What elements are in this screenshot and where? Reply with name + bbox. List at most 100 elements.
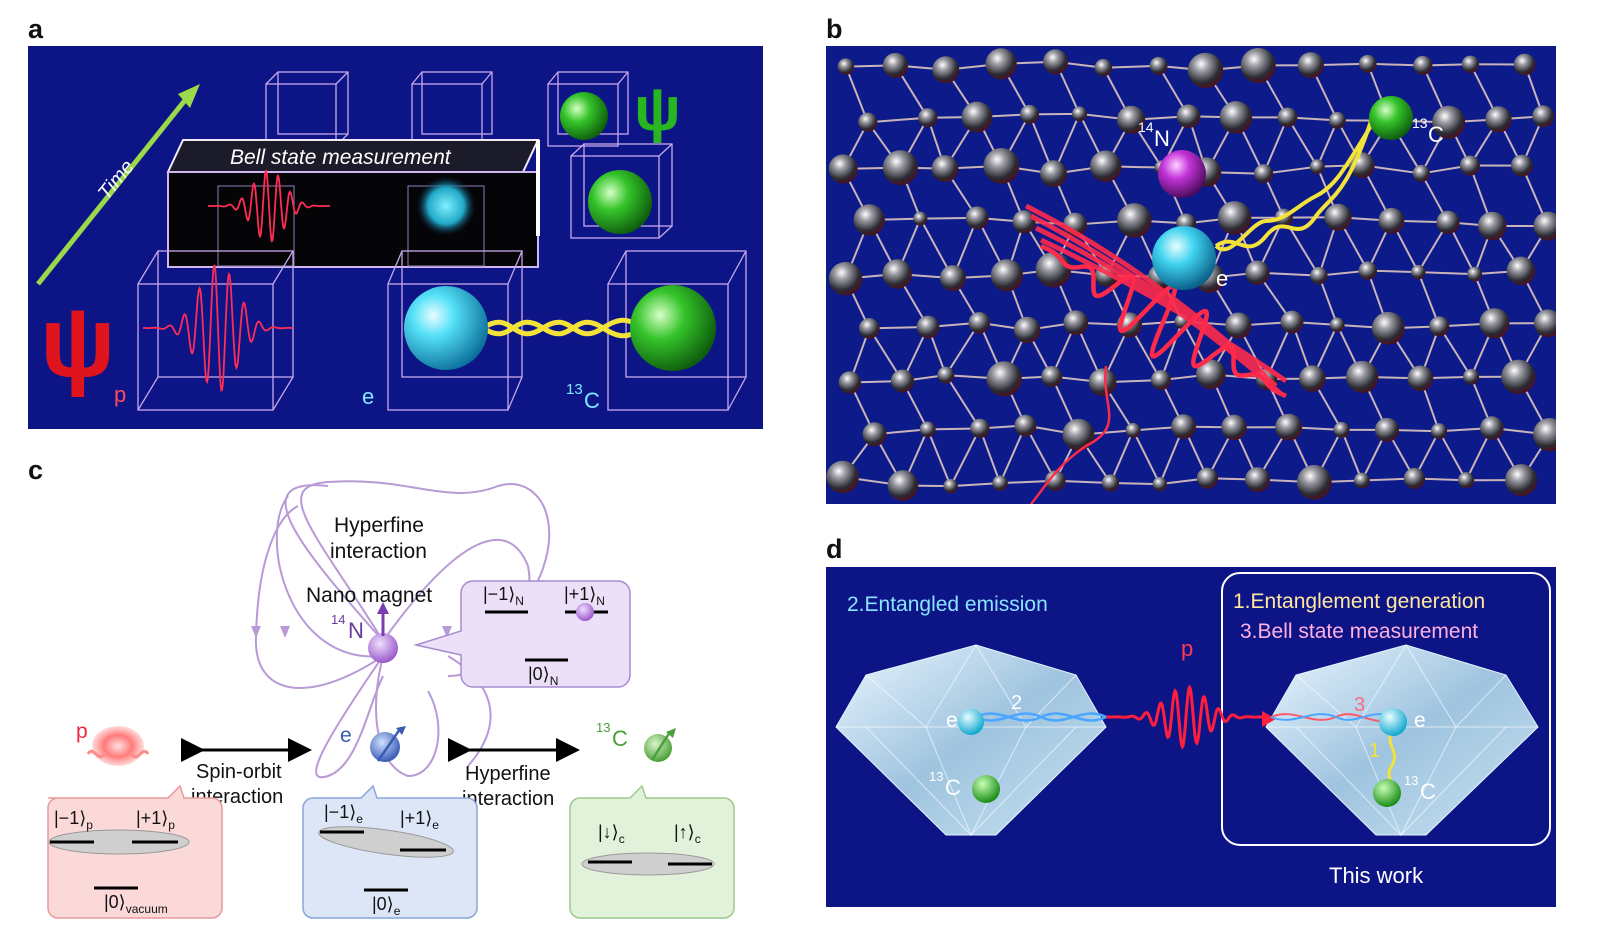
lattice-atom [828, 261, 863, 296]
p-level-zero: |0⟩vacuum [104, 892, 168, 916]
c13-sup-d-right: 13 [1404, 773, 1418, 788]
lattice-atom [985, 48, 1017, 80]
electron-label: e [362, 384, 374, 409]
lattice-atom [828, 154, 858, 184]
carbon-right [1373, 779, 1401, 807]
wire-box-carbon [607, 250, 747, 411]
lattice-atom [1245, 467, 1271, 493]
number-1-label: 1 [1369, 740, 1380, 762]
lattice-atom [916, 315, 940, 339]
lattice-atom [1485, 106, 1512, 133]
lattice-atom [1171, 414, 1196, 439]
lattice-atom [1506, 256, 1536, 286]
panel-c: Hyperfine interaction Nano magnet 14 N |… [28, 476, 788, 926]
lattice-atom [882, 150, 918, 186]
c-level-down: |↓⟩c [598, 822, 625, 846]
lattice-atom [1429, 316, 1450, 337]
panel-a: Time Bell state measurement ψ ψ p e 13 C [28, 46, 763, 429]
lattice-atom [1094, 58, 1113, 77]
lattice-atom [1412, 164, 1430, 183]
lattice-atom [1329, 317, 1345, 333]
lattice-atom [1196, 467, 1219, 489]
lattice-bond [1109, 430, 1135, 484]
hyperfine-top-line1: Hyperfine [334, 514, 424, 537]
carbon-sphere-mid [588, 170, 652, 234]
lattice-atom [1040, 160, 1068, 188]
carbon-levels-box [569, 784, 735, 919]
lattice-atom [1221, 414, 1247, 441]
entanglement-generation-label: 1.Entanglement generation [1233, 590, 1485, 613]
carbon-sup-label-b: 13 [1412, 115, 1428, 131]
lattice-atom [1533, 211, 1556, 241]
electron-right [1379, 708, 1407, 736]
lattice-atom [1176, 104, 1201, 129]
lattice-atom [1071, 106, 1088, 122]
time-arrow [36, 84, 200, 286]
photon-label-d: p [1181, 636, 1193, 661]
lattice-atom [882, 52, 909, 79]
entanglement-link-b2 [1214, 124, 1373, 252]
lattice-atom [862, 422, 887, 447]
lattice-atom [931, 155, 959, 183]
diamond-right [1265, 644, 1539, 837]
lattice-atom [1150, 370, 1171, 391]
lattice-atom [1101, 474, 1120, 492]
n-level-minus1: |−1⟩N [483, 584, 524, 608]
lattice-atom [1125, 422, 1141, 438]
lattice-atom [1012, 210, 1036, 234]
lattice-atom [1149, 56, 1168, 75]
lattice-atom [858, 112, 878, 132]
lattice-atom [1532, 105, 1555, 128]
lattice-bond [950, 482, 1001, 488]
lattice-atom [1089, 150, 1122, 182]
lattice-atom [1225, 312, 1252, 339]
lattice-atom [1063, 310, 1089, 335]
wire-box-photon [137, 250, 294, 411]
lattice-atom [918, 108, 938, 128]
panel-d-label: d [826, 534, 843, 564]
lattice-atom [919, 421, 936, 438]
lattice-atom [1407, 365, 1434, 392]
lattice-atom [992, 475, 1008, 491]
electron-label-b: e [1216, 266, 1228, 291]
lattice-atom [1411, 264, 1426, 280]
lattice-atom [1501, 359, 1536, 394]
lattice-atom [1035, 252, 1072, 288]
spin-orbit-line1: Spin-orbit [196, 761, 282, 783]
lattice-atom [1020, 104, 1039, 124]
n14-sup-c: 14 [331, 612, 345, 627]
entangled-emission-label: 2.Entangled emission [847, 593, 1048, 616]
lattice-atom [1436, 210, 1460, 234]
lattice-bond [949, 427, 981, 487]
carbon-atom [1369, 96, 1413, 140]
psi-carbon-symbol: ψ [634, 75, 681, 144]
nano-magnet-label: Nano magnet [306, 584, 432, 607]
lattice-atom [943, 478, 958, 494]
panel-c-label: c [28, 455, 44, 485]
lattice-atom [887, 470, 919, 501]
electron-atom [1152, 226, 1216, 290]
p-level-minus1: |−1⟩p [54, 808, 93, 832]
lattice-atom [1459, 155, 1481, 176]
e-level-zero: |0⟩e [372, 894, 401, 918]
nitrogen-sup-label: 14 [1138, 119, 1154, 135]
bell-measurement-label: Bell state measurement [230, 146, 452, 169]
lattice-atom [932, 56, 960, 84]
lattice-atom [1403, 467, 1426, 490]
carbon-left [972, 775, 1000, 803]
n-level-plus1: |+1⟩N [564, 584, 605, 608]
lattice-atom [1277, 107, 1298, 128]
lattice-atom [1463, 368, 1480, 385]
carbon-label-b: C [1428, 122, 1444, 147]
electron-sphere [404, 286, 488, 370]
lattice-atom [1152, 476, 1167, 492]
lattice-atom [1275, 413, 1303, 441]
lattice-atom [837, 58, 855, 75]
lattice-atom [882, 259, 912, 289]
lattice-atom [1371, 311, 1405, 345]
lattice-atom [1254, 164, 1274, 184]
nitrogen-spin-sphere [368, 633, 398, 663]
lattice-bond [1418, 271, 1475, 276]
e-level-plus1: |+1⟩e [400, 808, 439, 832]
lattice-bond [1438, 430, 1468, 481]
